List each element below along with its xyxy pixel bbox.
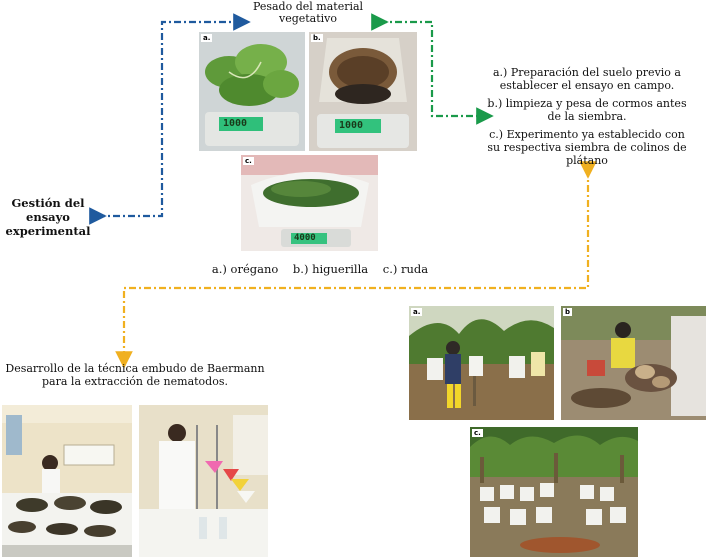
photo-ruda-weighing: 4000 c.	[241, 155, 378, 251]
photo-baermann-funnels	[139, 405, 268, 557]
cormos-cleaning-illustration	[561, 306, 706, 420]
photo-tag-a: a.	[201, 34, 213, 42]
lab-bench-illustration	[2, 405, 132, 557]
planted-experiment-illustration	[470, 427, 638, 557]
baermann-funnels-illustration	[139, 405, 268, 557]
photo-cormos-cleaning: b	[561, 306, 706, 420]
photo-tag-b: b.	[311, 34, 323, 42]
scale-readout-a: 1000	[223, 118, 248, 129]
photo-lab-bench	[2, 405, 132, 557]
ruda-illustration	[241, 155, 378, 251]
baermann-title: Desarrollo de la técnica embudo de Baerm…	[5, 362, 265, 388]
field-note-c: c.) Experimento ya establecido con su re…	[487, 128, 687, 167]
field-soil-prep-illustration	[409, 306, 554, 420]
oregano-illustration	[199, 32, 305, 151]
photo-planted-experiment: c.	[470, 427, 638, 557]
field-tag-b: b	[563, 308, 573, 316]
photo-higuerilla-weighing: 1000 b.	[309, 32, 417, 151]
field-tag-c: c.	[472, 429, 483, 437]
photo-oregano-weighing: 1000 a.	[199, 32, 305, 151]
weighing-caption: a.) orégano b.) higuerilla c.) ruda	[211, 262, 429, 276]
weighing-title: Pesado del material vegetativo	[252, 0, 364, 25]
scale-readout-b: 1000	[339, 120, 364, 131]
photo-tag-c: c.	[243, 157, 254, 165]
field-note-b: b.) limpieza y pesa de cormos antes de l…	[487, 97, 687, 123]
field-notes: a.) Preparación del suelo previo a estab…	[486, 66, 688, 167]
photo-field-soil-prep: a.	[409, 306, 554, 420]
scale-readout-c: 4000	[294, 233, 316, 243]
higuerilla-illustration	[309, 32, 417, 151]
field-tag-a: a.	[411, 308, 423, 316]
management-title: Gestión del ensayo experimental	[5, 196, 91, 238]
field-note-a: a.) Preparación del suelo previo a estab…	[493, 66, 681, 92]
